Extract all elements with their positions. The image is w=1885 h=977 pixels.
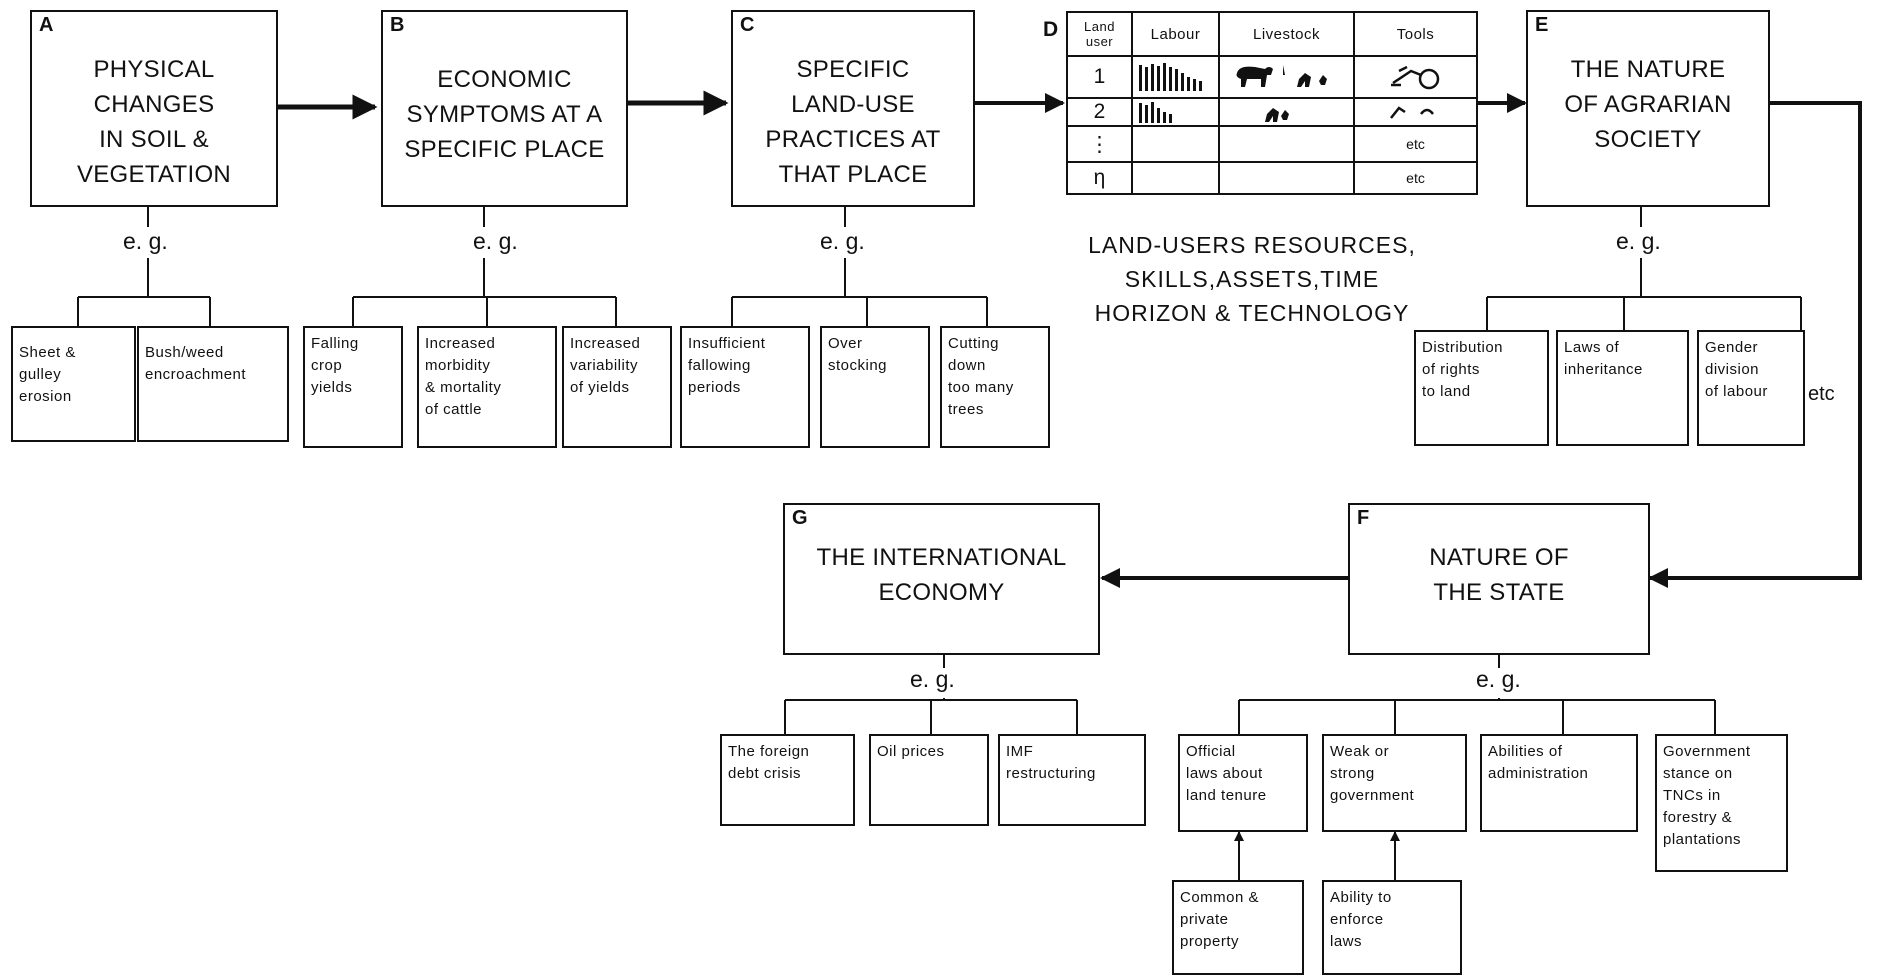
box-f-letter: F xyxy=(1357,507,1369,530)
row-user-number: η xyxy=(1067,162,1132,194)
table-row: 2 xyxy=(1067,98,1477,126)
example-g-3: IMF restructuring xyxy=(998,734,1146,826)
table-row: ⋮ etc xyxy=(1067,126,1477,162)
hoe-tool-icon xyxy=(1354,98,1477,126)
box-c: C SPECIFIC LAND-USE PRACTICES AT THAT PL… xyxy=(731,10,975,207)
eg-label-c: e. g. xyxy=(820,228,865,255)
box-e-title: THE NATURE OF AGRARIAN SOCIETY xyxy=(1528,52,1768,157)
col-header-land-user: Land user xyxy=(1067,12,1132,56)
example-f-4: Government stance on TNCs in forestry & … xyxy=(1655,734,1788,872)
example-e-2: Laws of inheritance xyxy=(1556,330,1689,446)
tools-etc: etc xyxy=(1354,162,1477,194)
example-f-1: Official laws about land tenure xyxy=(1178,734,1308,832)
box-e-letter: E xyxy=(1535,14,1548,37)
eg-label-e: e. g. xyxy=(1616,228,1661,255)
row-user-number: 1 xyxy=(1067,56,1132,98)
example-c-1: Insufficient fallowing periods xyxy=(680,326,810,448)
example-e-1: Distribution of rights to land xyxy=(1414,330,1549,446)
livestock-animals-icon xyxy=(1219,98,1354,126)
col-header-tools: Tools xyxy=(1354,12,1477,56)
box-b-title: ECONOMIC SYMPTOMS AT A SPECIFIC PLACE xyxy=(383,62,626,167)
example-b-1: Falling crop yields xyxy=(303,326,403,448)
labour-figures-icon xyxy=(1132,56,1219,98)
box-c-letter: C xyxy=(740,14,754,37)
example-f-sub-2: Ability to enforce laws xyxy=(1322,880,1462,975)
example-e-3: Gender division of labour xyxy=(1697,330,1805,446)
box-b-letter: B xyxy=(390,14,404,37)
example-b-2: Increased morbidity & mortality of cattl… xyxy=(417,326,557,448)
empty-cell xyxy=(1132,126,1219,162)
col-header-labour: Labour xyxy=(1132,12,1219,56)
table-caption: LAND-USERS RESOURCES, SKILLS,ASSETS,TIME… xyxy=(1042,228,1462,330)
example-f-2: Weak or strong government xyxy=(1322,734,1467,832)
eg-label-g: e. g. xyxy=(910,666,955,693)
box-d-letter: D xyxy=(1043,18,1058,42)
plough-tool-icon xyxy=(1354,56,1477,98)
row-user-number: 2 xyxy=(1067,98,1132,126)
etc-label: etc xyxy=(1808,383,1835,406)
box-e: E THE NATURE OF AGRARIAN SOCIETY xyxy=(1526,10,1770,207)
table-row: 1 xyxy=(1067,56,1477,98)
eg-label-b: e. g. xyxy=(473,228,518,255)
example-g-2: Oil prices xyxy=(869,734,989,826)
example-c-2: Over stocking xyxy=(820,326,930,448)
eg-label-f: e. g. xyxy=(1476,666,1521,693)
example-b-3: Increased variability of yields xyxy=(562,326,672,448)
example-c-3: Cutting down too many trees xyxy=(940,326,1050,448)
empty-cell xyxy=(1219,162,1354,194)
box-a-letter: A xyxy=(39,14,53,37)
land-user-resources-table: Land user Labour Livestock Tools 1 xyxy=(1066,11,1478,195)
row-user-number: ⋮ xyxy=(1067,126,1132,162)
box-c-title: SPECIFIC LAND-USE PRACTICES AT THAT PLAC… xyxy=(733,52,973,192)
col-header-livestock: Livestock xyxy=(1219,12,1354,56)
eg-label-a: e. g. xyxy=(123,228,168,255)
example-a-1: Sheet & gulley erosion xyxy=(11,326,136,442)
box-a: A PHYSICAL CHANGES IN SOIL & VEGETATION xyxy=(30,10,278,207)
tools-etc: etc xyxy=(1354,126,1477,162)
empty-cell xyxy=(1132,162,1219,194)
example-f-3: Abilities of administration xyxy=(1480,734,1638,832)
example-f-sub-1: Common & private property xyxy=(1172,880,1304,975)
box-b: B ECONOMIC SYMPTOMS AT A SPECIFIC PLACE xyxy=(381,10,628,207)
box-a-title: PHYSICAL CHANGES IN SOIL & VEGETATION xyxy=(32,52,276,192)
box-f: F NATURE OF THE STATE xyxy=(1348,503,1650,655)
table-row: η etc xyxy=(1067,162,1477,194)
example-g-1: The foreign debt crisis xyxy=(720,734,855,826)
livestock-animals-icon xyxy=(1219,56,1354,98)
box-g-title: THE INTERNATIONAL ECONOMY xyxy=(785,540,1098,610)
box-g-letter: G xyxy=(792,507,808,530)
labour-figures-icon xyxy=(1132,98,1219,126)
box-g: G THE INTERNATIONAL ECONOMY xyxy=(783,503,1100,655)
empty-cell xyxy=(1219,126,1354,162)
example-a-2: Bush/weed encroachment xyxy=(137,326,289,442)
box-f-title: NATURE OF THE STATE xyxy=(1350,540,1648,610)
